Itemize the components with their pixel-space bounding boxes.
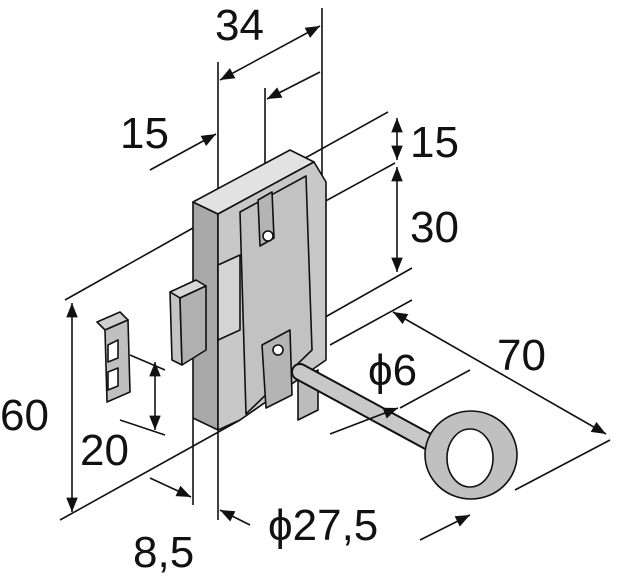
dim-key-ring-diameter: ϕ27,5 <box>268 501 378 550</box>
dim-key-shaft-diameter: ϕ6 <box>368 346 417 395</box>
extension-lines <box>59 8 611 521</box>
dim-key-length: 70 <box>497 331 546 380</box>
strike-plate <box>96 311 131 403</box>
dim-offset-keyhole: 15 <box>120 109 169 158</box>
dim-plate-depth: 8,5 <box>133 528 194 577</box>
dim-width-total: 34 <box>215 1 264 50</box>
dim-top-offset: 15 <box>410 118 459 167</box>
dimension-lines <box>66 25 607 541</box>
lock-bolt <box>169 279 207 366</box>
lock-body <box>192 149 327 431</box>
dim-height-total: 60 <box>0 391 49 440</box>
dim-keyhole-spacing: 30 <box>410 203 459 252</box>
dim-strike-height: 20 <box>80 426 129 475</box>
